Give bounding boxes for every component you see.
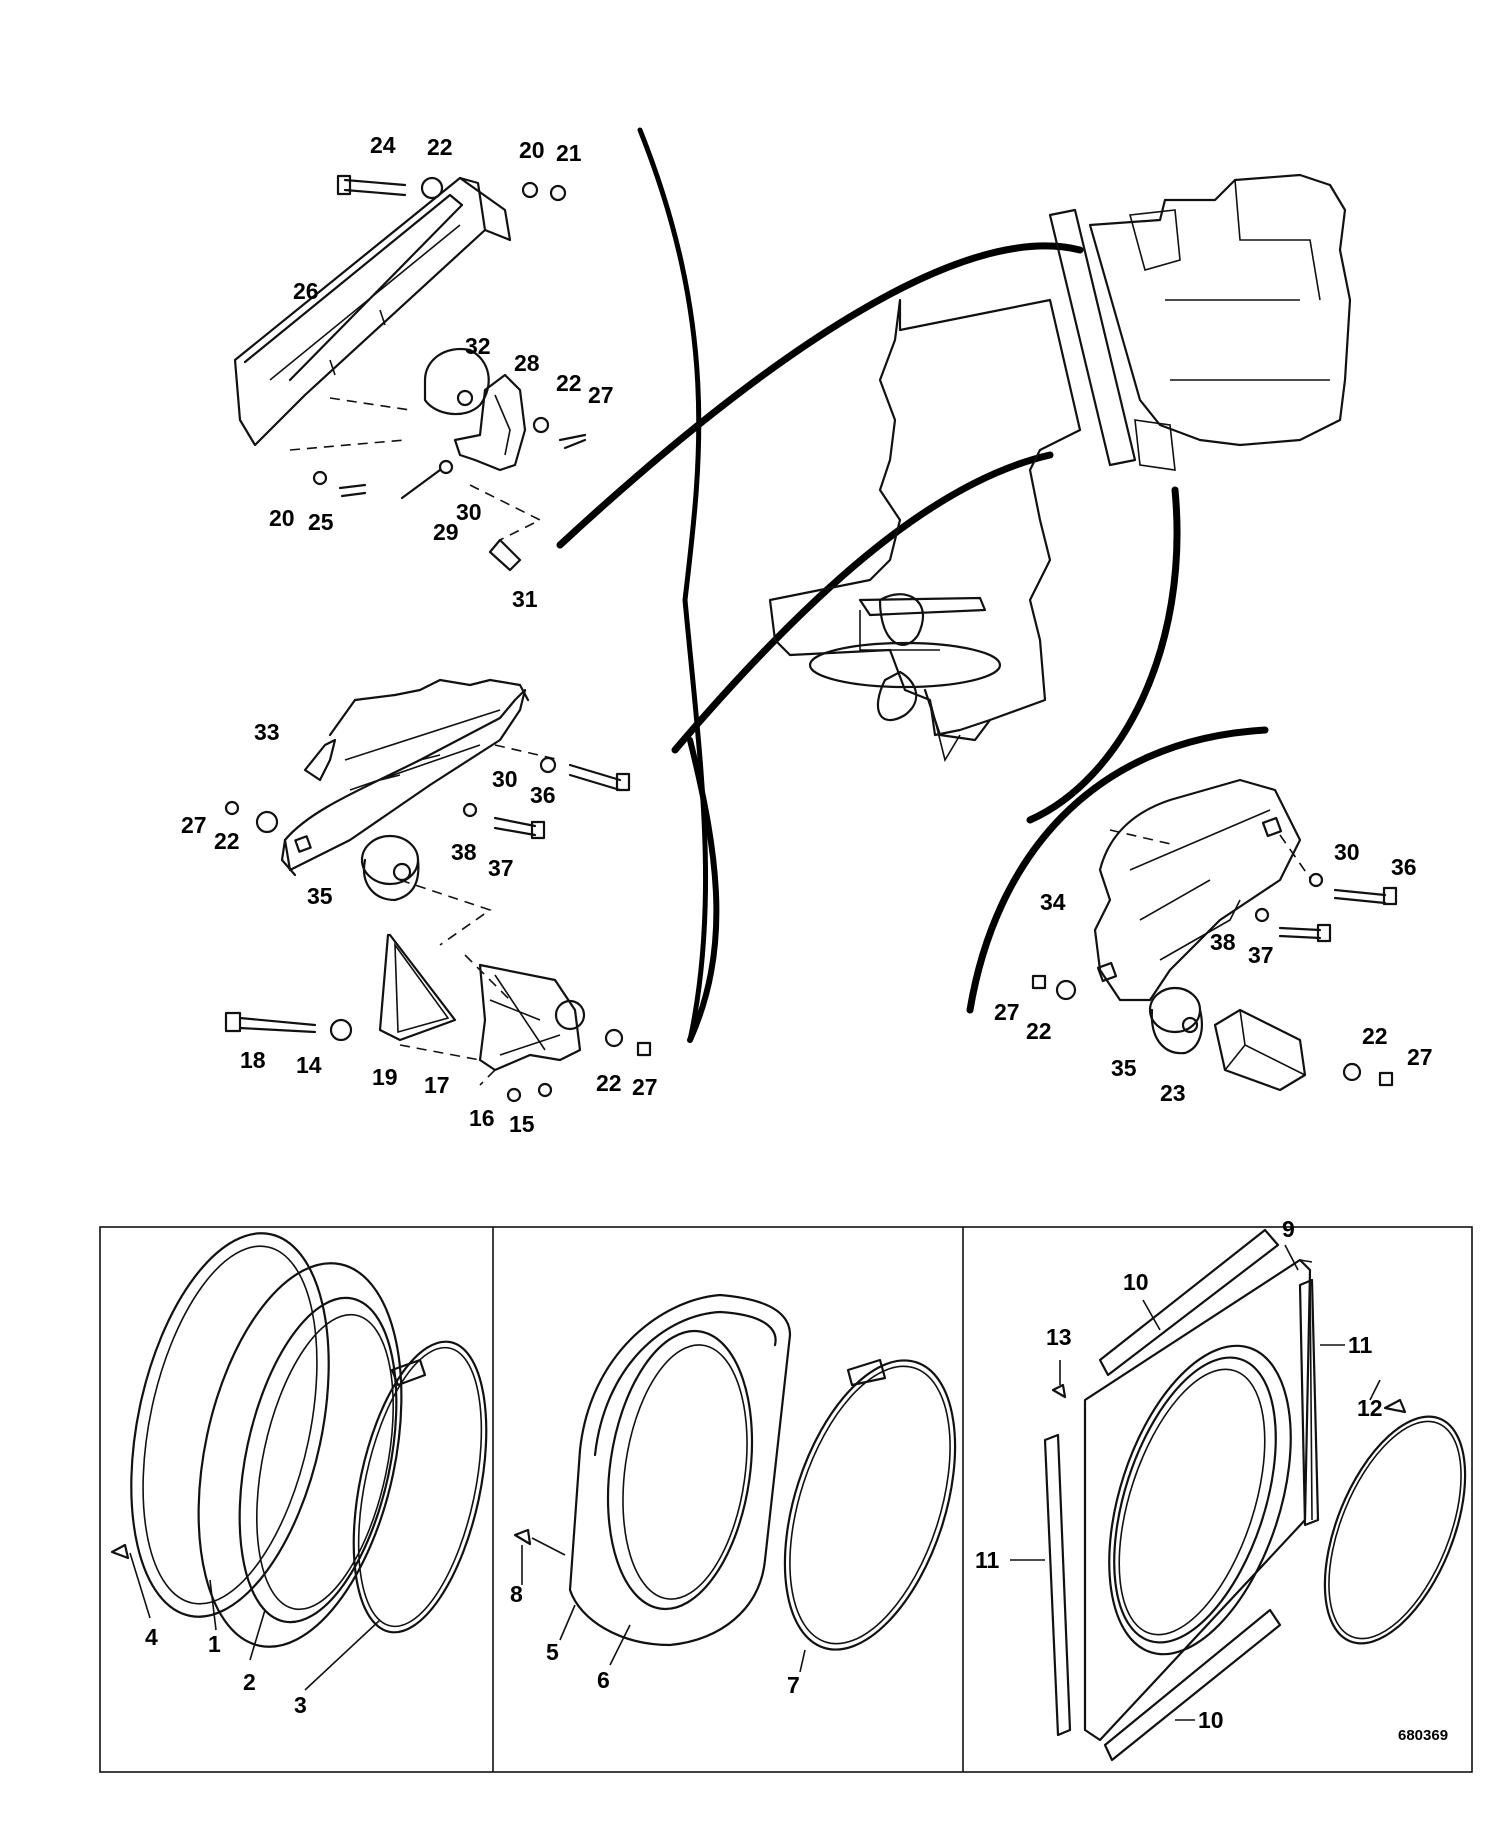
label-26: 26: [293, 278, 319, 304]
washer-22: [420, 176, 444, 200]
callout-arcs: [556, 127, 1269, 1043]
label-6: 6: [597, 1667, 610, 1693]
label-10: 10: [1123, 1269, 1149, 1295]
label-34: 34: [1040, 889, 1066, 915]
label-38: 38: [451, 839, 477, 865]
middle-mount-assembly: [224, 678, 652, 1103]
lower-panels: [99, 1226, 1473, 1773]
label-27: 27: [1407, 1044, 1433, 1070]
label-11: 11: [975, 1547, 1000, 1573]
label-22: 22: [427, 134, 453, 160]
label-35: 35: [307, 883, 333, 909]
label-27: 27: [181, 812, 207, 838]
label-32: 32: [465, 333, 491, 359]
label-25: 25: [308, 509, 334, 535]
label-4: 4: [145, 1624, 158, 1650]
label-37: 37: [488, 855, 514, 881]
panel-3-seal-parts: [1010, 1228, 1467, 1762]
label-13: 13: [1046, 1324, 1072, 1350]
label-38: 38: [1210, 929, 1236, 955]
label-27: 27: [994, 999, 1020, 1025]
label-22: 22: [1026, 1018, 1052, 1044]
label-36: 36: [1391, 854, 1417, 880]
label-30: 30: [456, 499, 482, 525]
label-15: 15: [509, 1111, 535, 1137]
label-27: 27: [588, 382, 614, 408]
label-21: 21: [556, 140, 582, 166]
label-2: 2: [243, 1669, 256, 1695]
label-10: 10: [1198, 1707, 1224, 1733]
label-31: 31: [512, 586, 538, 612]
figure-id: 680369: [1398, 1727, 1448, 1744]
panel-1-seal-parts: [110, 1232, 488, 1691]
label-29: 29: [433, 519, 459, 545]
label-12: 12: [1357, 1395, 1383, 1421]
bolt-24-drawing: [336, 174, 407, 197]
label-27: 27: [632, 1074, 658, 1100]
label-22: 22: [556, 370, 582, 396]
label-5: 5: [546, 1639, 559, 1665]
label-22: 22: [1362, 1023, 1388, 1049]
sterndrive-outline: [768, 173, 1352, 763]
label-23: 23: [1160, 1080, 1186, 1106]
label-8: 8: [510, 1581, 523, 1607]
label-17: 17: [424, 1072, 450, 1098]
label-24: 24: [370, 132, 396, 158]
label-22: 22: [214, 828, 240, 854]
label-3: 3: [294, 1692, 307, 1718]
part-labels: 24 22 20 21 26 32 28 22 27 20 25 29 30 3…: [145, 132, 1448, 1744]
label-33: 33: [254, 719, 280, 745]
upper-mount-assembly: [233, 174, 587, 572]
label-11: 11: [1348, 1332, 1373, 1358]
label-14: 14: [296, 1052, 322, 1078]
label-37: 37: [1248, 942, 1274, 968]
label-20: 20: [519, 137, 545, 163]
label-7: 7: [787, 1672, 800, 1698]
label-30: 30: [492, 766, 518, 792]
label-35: 35: [1111, 1055, 1137, 1081]
label-20: 20: [269, 505, 295, 531]
label-30: 30: [1334, 839, 1360, 865]
label-18: 18: [240, 1047, 266, 1073]
label-36: 36: [530, 782, 556, 808]
label-1: 1: [208, 1631, 221, 1657]
right-mount-assembly: [1031, 778, 1398, 1092]
label-16: 16: [469, 1105, 495, 1131]
label-28: 28: [514, 350, 540, 376]
panel-2-seal-parts: [513, 1293, 957, 1673]
label-9: 9: [1282, 1216, 1295, 1242]
label-19: 19: [372, 1064, 398, 1090]
label-22: 22: [596, 1070, 622, 1096]
